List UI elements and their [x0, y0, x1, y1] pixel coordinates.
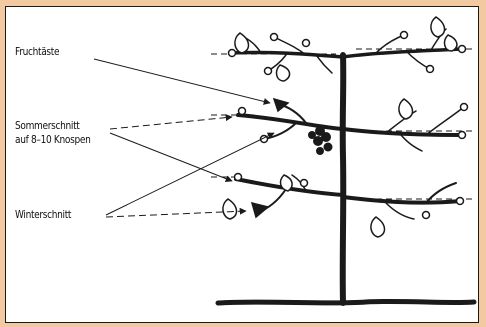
espalier-tree-drawing [93, 16, 477, 306]
diagram-panel: Fruchtäste Sommerschnitt auf 8–10 Knospe… [5, 6, 479, 323]
pointer-lines [93, 58, 275, 218]
label-summer-pruning-buds: auf 8–10 Knospen [15, 133, 91, 146]
upper-tier-buds [227, 30, 467, 76]
lower-tier-branches [234, 174, 462, 220]
lower-tier-leaves [222, 174, 386, 238]
middle-tier-leaves [272, 97, 414, 120]
fruit-cluster [308, 126, 333, 155]
label-summer-pruning: Sommerschnitt [15, 119, 80, 132]
middle-tier-branches [236, 102, 465, 152]
trunk [339, 52, 347, 306]
ground-line [215, 298, 477, 306]
lower-tier-buds [233, 172, 465, 220]
label-fruit-branches: Fruchtäste [15, 45, 60, 58]
label-winter-pruning: Winterschnitt [15, 208, 72, 221]
upper-tier-leaves [234, 16, 458, 82]
